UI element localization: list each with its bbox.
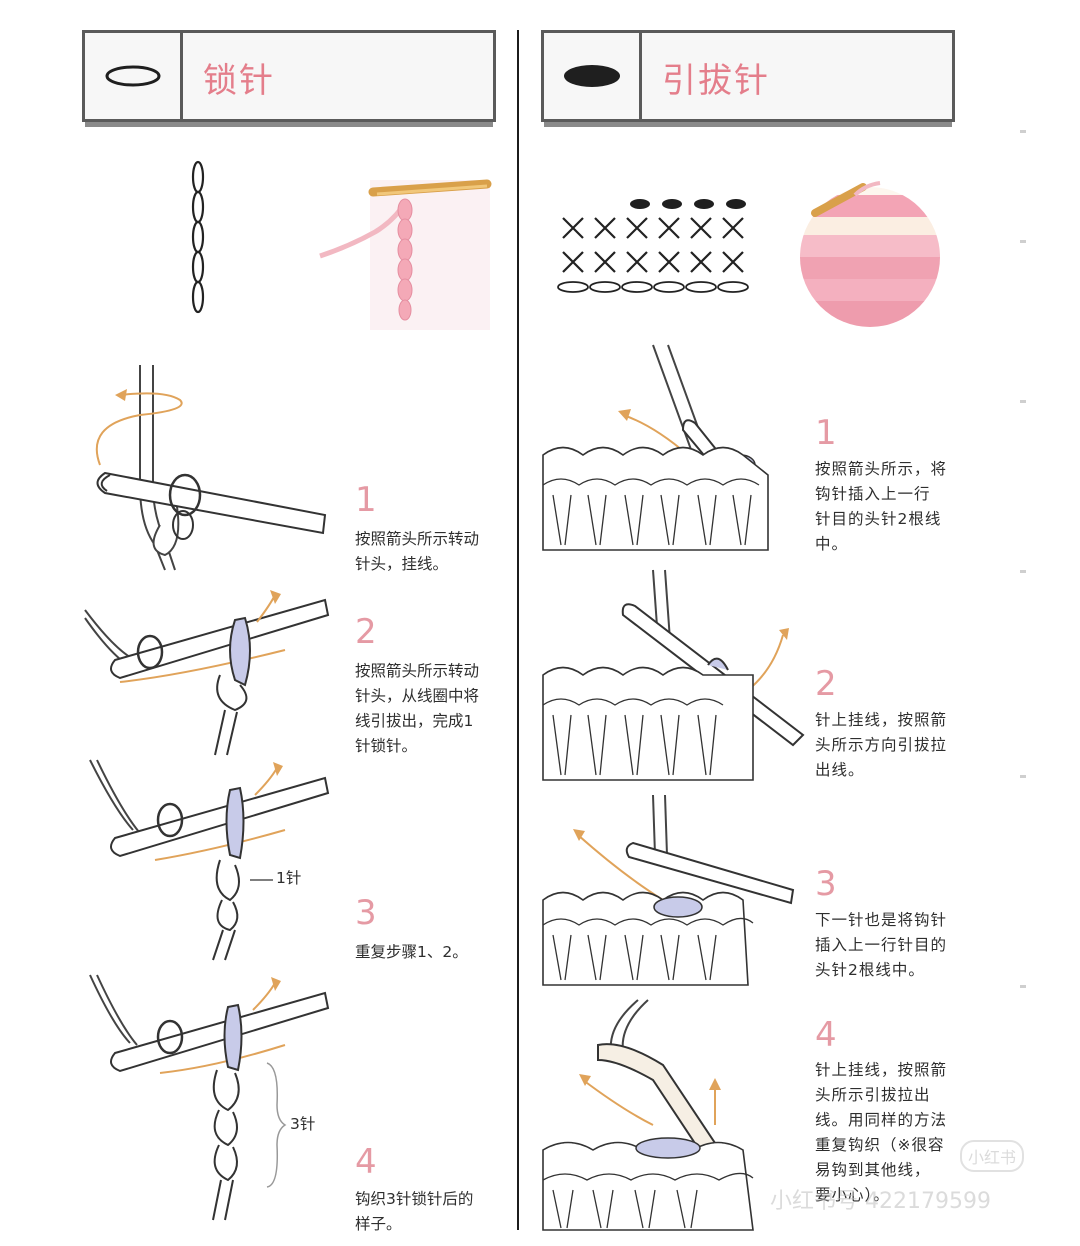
- chain-step2-text: 按照箭头所示转动 针头，从线圈中将 线引拔出，完成1 针锁针。: [355, 662, 480, 755]
- watermark-badge: 小红书: [960, 1140, 1025, 1172]
- slip-step3-number: 3: [815, 864, 837, 904]
- edge-mark: [1020, 985, 1026, 988]
- edge-mark: [1020, 775, 1026, 778]
- chain-stitch-symbol-icon: [85, 33, 183, 119]
- edge-mark: [1020, 130, 1026, 133]
- chain-step1-number: 1: [355, 480, 377, 520]
- chain-step4-number: 4: [355, 1142, 377, 1182]
- slip-step3-text: 下一针也是将钩针 插入上一行针目的 头针2根线中。: [815, 911, 948, 979]
- slip-stitch-symbol-icon: [544, 33, 642, 119]
- slip-step1-illustration: [542, 344, 769, 551]
- chain-step3-text: 重复步骤1、2。: [355, 943, 468, 961]
- chain-step4-illustration: [89, 974, 330, 1221]
- chain-step1-text: 按照箭头所示转动 针头，挂线。: [355, 530, 480, 573]
- slip-step3-illustration: [542, 794, 795, 986]
- slip-stitch-title: 引拔针: [662, 61, 770, 101]
- slip-step2-number: 2: [815, 664, 837, 704]
- slip-step1-text: 按照箭头所示，将 钩针插入上一行 针目的头针2根线 中。: [815, 460, 948, 553]
- three-stitches-label: 3针: [290, 1115, 316, 1133]
- chain-step3-number: 3: [355, 893, 377, 933]
- slip-stitch-header: 引拔针: [541, 30, 955, 127]
- one-stitch-label: 1针: [276, 869, 302, 887]
- slip-step4-illustration: [542, 999, 754, 1231]
- chain-stitch-header: 锁针: [82, 30, 496, 127]
- slip-step2-text: 针上挂线，按照箭 头所示方向引拔拉 出线。: [815, 711, 948, 779]
- slip-step4-text: 针上挂线，按照箭 头所示引拔拉出 线。用同样的方法 重复钩织（※很容 易钩到其他…: [815, 1061, 948, 1204]
- slip-stitch-photo: [800, 181, 940, 327]
- slip-stitch-symbol-chart: [557, 199, 749, 293]
- slip-step2-illustration: [542, 569, 805, 781]
- slip-step4-number: 4: [815, 1015, 837, 1055]
- chain-step2-number: 2: [355, 612, 377, 652]
- edge-mark: [1020, 570, 1026, 573]
- watermark-text: 小红书号 422179599: [770, 1189, 991, 1214]
- chain-step4-text: 钩织3针锁针后的 样子。: [355, 1190, 474, 1233]
- edge-mark: [1020, 240, 1026, 243]
- chain-step1-illustration: [95, 365, 327, 571]
- column-divider: [517, 30, 519, 1230]
- chain-step2-illustration: [84, 590, 330, 756]
- slip-step1-number: 1: [815, 413, 837, 453]
- chain-stitch-title: 锁针: [203, 61, 275, 101]
- chain-symbol-chart: [191, 160, 205, 314]
- chain-step3-illustration: [89, 759, 330, 961]
- edge-mark: [1020, 400, 1026, 403]
- chain-photo: [319, 179, 492, 330]
